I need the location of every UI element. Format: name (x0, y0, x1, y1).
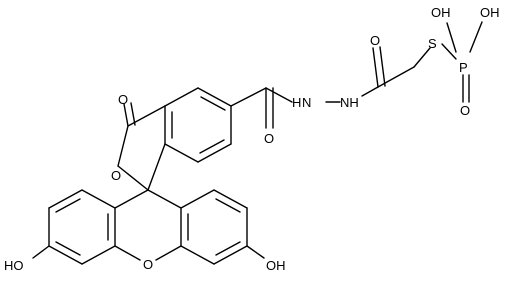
bond (230, 87, 267, 107)
atom-label-hydroxy-left: HO (4, 258, 24, 273)
bond (117, 165, 149, 191)
bond (246, 245, 265, 259)
bond (197, 143, 232, 163)
bond (55, 198, 81, 213)
bond (114, 189, 149, 209)
atom-label-layer: O O O H N NH O S P OH OH O O HO OH (4, 5, 500, 273)
atom-label-hydrazide-n2: NH (340, 95, 359, 110)
atom-label-hydrazide-n1: N (302, 95, 311, 110)
bond (147, 189, 182, 209)
bond (372, 47, 379, 88)
bond (155, 245, 182, 261)
atom-label-amide-o: O (264, 131, 274, 146)
bond (265, 87, 293, 103)
bond (441, 43, 457, 60)
bond (48, 245, 83, 265)
bond (117, 125, 129, 167)
bond (55, 241, 81, 256)
bond (147, 143, 166, 191)
atom-label-p-double-o: O (460, 103, 470, 118)
atom-label-lactone-ring-o: O (111, 168, 121, 183)
bond (48, 189, 83, 209)
atom-label-p-oh-left: OH (431, 5, 451, 20)
atom-label-hydrazide-h: H (292, 95, 301, 110)
atom-label-p-oh-right: OH (480, 5, 500, 20)
bond (123, 103, 129, 127)
bond (446, 22, 457, 53)
bond (215, 198, 241, 213)
bond (180, 189, 215, 209)
bond (377, 66, 415, 88)
bond (199, 139, 225, 154)
bond (180, 245, 215, 265)
atom-label-hydroxy-right: OH (266, 258, 286, 273)
atom-label-xanthene-o: O (143, 257, 153, 272)
bond (213, 189, 248, 209)
bond (200, 96, 226, 111)
bond (469, 21, 483, 53)
bond (164, 87, 199, 107)
bond (114, 245, 141, 261)
bond (197, 87, 232, 107)
bond (130, 102, 136, 126)
bond (81, 245, 116, 265)
atom-label-acyl-o: O (370, 33, 380, 48)
atom-label-sulfur: S (428, 36, 437, 51)
bond (215, 241, 241, 256)
bond (413, 47, 431, 68)
bond (379, 46, 386, 87)
atom-label-lactone-carbonyl-o: O (118, 92, 128, 107)
bond (81, 189, 116, 209)
atom-label-phosphorus: P (459, 60, 468, 75)
bond (164, 143, 199, 163)
bond-layer (32, 21, 483, 265)
bond (361, 86, 379, 97)
bond (32, 245, 50, 259)
bond (213, 245, 248, 265)
